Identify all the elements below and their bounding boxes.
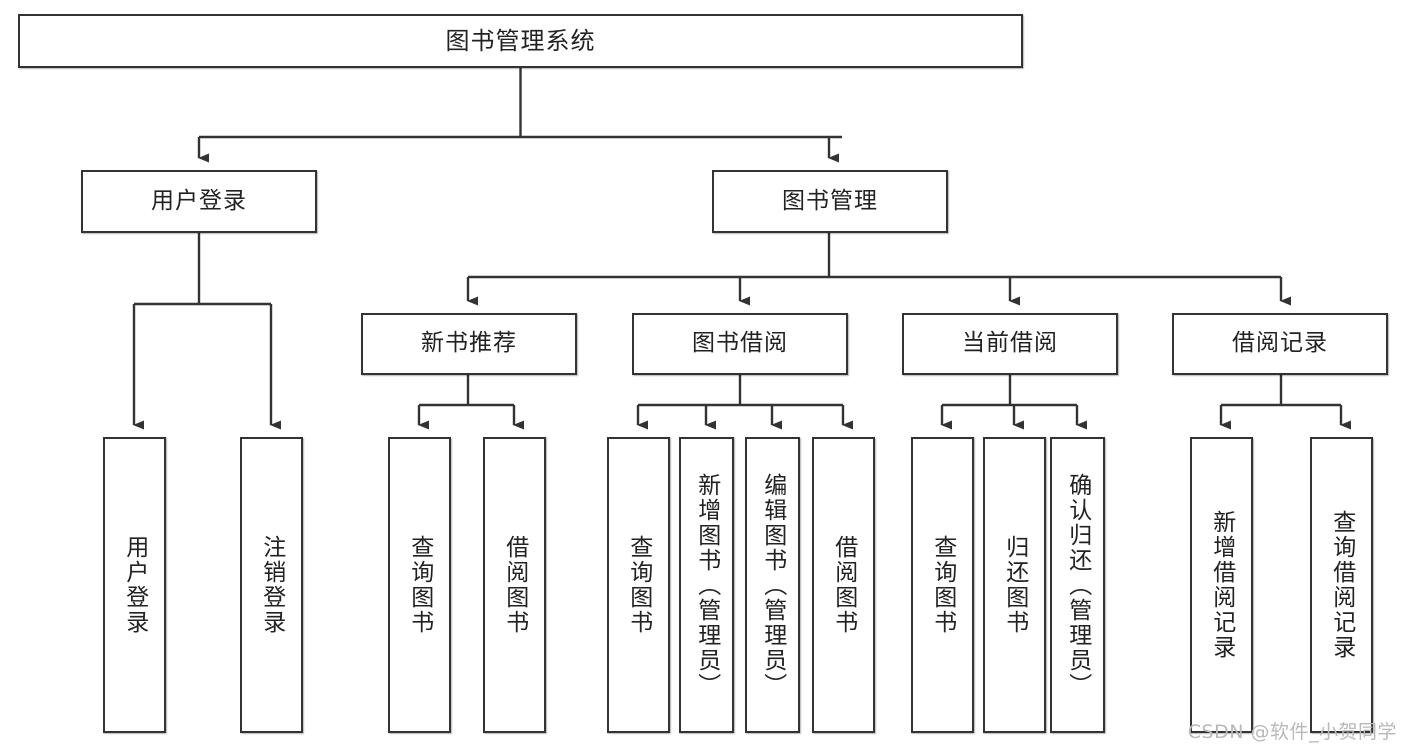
leaf-add-book-admin[interactable]: 新增图书（管理员） — [679, 437, 734, 733]
node-label: 用户登录 — [151, 187, 247, 214]
node-label: 确认归还（管理员） — [1064, 472, 1091, 698]
node-root-book-management-system[interactable]: 图书管理系统 — [18, 14, 1023, 68]
node-label: 归还图书 — [1001, 535, 1028, 635]
csdn-watermark: CSDN @软件_小贺同学 — [1187, 721, 1397, 743]
leaf-confirm-return-admin[interactable]: 确认归还（管理员） — [1050, 437, 1105, 733]
node-label: 查询图书 — [406, 535, 433, 635]
leaf-edit-book-admin[interactable]: 编辑图书（管理员） — [745, 437, 800, 733]
node-label: 注销登录 — [258, 535, 285, 635]
node-label: 查询图书 — [625, 535, 652, 635]
node-current-borrowing[interactable]: 当前借阅 — [902, 313, 1118, 375]
node-label: 借阅记录 — [1232, 330, 1328, 357]
node-label: 新书推荐 — [421, 330, 517, 357]
leaf-logout[interactable]: 注销登录 — [240, 437, 303, 733]
node-book-borrowing[interactable]: 图书借阅 — [632, 313, 848, 375]
node-label: 编辑图书（管理员） — [759, 472, 786, 698]
leaf-query-book-current[interactable]: 查询图书 — [911, 437, 974, 733]
node-user-login[interactable]: 用户登录 — [81, 170, 317, 233]
node-label: 查询图书 — [929, 535, 956, 635]
leaf-query-book-recommend[interactable]: 查询图书 — [388, 437, 451, 733]
node-label: 用户登录 — [121, 535, 148, 635]
leaf-query-borrowing-record[interactable]: 查询借阅记录 — [1310, 437, 1373, 733]
node-borrowing-record[interactable]: 借阅记录 — [1172, 313, 1388, 375]
node-label: 图书借阅 — [692, 330, 788, 357]
node-book-management[interactable]: 图书管理 — [712, 170, 948, 233]
node-label: 查询借阅记录 — [1328, 510, 1355, 660]
leaf-add-borrowing-record[interactable]: 新增借阅记录 — [1190, 437, 1253, 733]
node-label: 借阅图书 — [501, 535, 528, 635]
node-label: 新增图书（管理员） — [693, 472, 720, 698]
leaf-query-book-borrowing[interactable]: 查询图书 — [607, 437, 670, 733]
leaf-borrow-book-borrowing[interactable]: 借阅图书 — [812, 437, 875, 733]
node-label: 图书管理系统 — [445, 26, 596, 55]
node-label: 图书管理 — [782, 187, 878, 214]
leaf-user-login[interactable]: 用户登录 — [103, 437, 166, 733]
node-label: 当前借阅 — [962, 330, 1058, 357]
node-new-book-recommendation[interactable]: 新书推荐 — [361, 313, 577, 375]
leaf-return-book[interactable]: 归还图书 — [983, 437, 1046, 733]
node-label: 借阅图书 — [830, 535, 857, 635]
node-label: 新增借阅记录 — [1208, 510, 1235, 660]
leaf-borrow-book-recommend[interactable]: 借阅图书 — [483, 437, 546, 733]
